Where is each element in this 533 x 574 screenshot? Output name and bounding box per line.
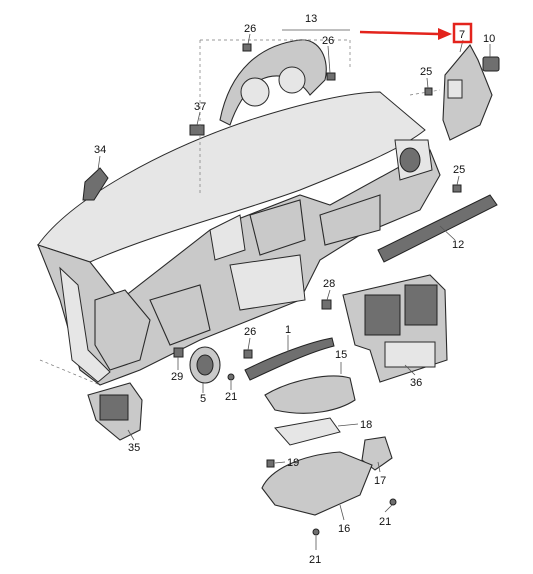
bracket <box>361 436 393 471</box>
callout-34: 34 <box>94 144 106 156</box>
callout-35: 35 <box>128 442 140 454</box>
knee-trim <box>244 337 335 381</box>
callout-13: 13 <box>305 13 317 25</box>
callout-21: 21 <box>309 554 321 566</box>
callout-25: 25 <box>453 164 465 176</box>
callout-10: 10 <box>483 33 495 45</box>
callout-26: 26 <box>244 23 256 35</box>
callout-1: 1 <box>285 324 291 336</box>
callout-36: 36 <box>410 377 422 389</box>
callout-16: 16 <box>338 523 350 535</box>
highlight-box <box>452 22 473 44</box>
trim-strip <box>377 194 498 263</box>
column-trim <box>274 417 341 446</box>
side-cover <box>442 44 493 141</box>
switch <box>482 56 500 72</box>
callout-29: 29 <box>171 371 183 383</box>
callout-37: 37 <box>194 101 206 113</box>
clip <box>189 124 205 136</box>
callout-21: 21 <box>379 516 391 528</box>
callout-19: 19 <box>287 457 299 469</box>
callout-28: 28 <box>323 278 335 290</box>
callout-7: 7 <box>459 29 465 41</box>
highlight-arrow-head <box>438 28 452 40</box>
callout-25: 25 <box>420 66 432 78</box>
callout-17: 17 <box>374 475 386 487</box>
column-cover-upper <box>264 375 356 414</box>
callout-15: 15 <box>335 349 347 361</box>
dashboard-body <box>37 91 441 386</box>
highlight-arrow <box>359 30 439 36</box>
callout-12: 12 <box>452 239 464 251</box>
vent-left-small <box>82 167 109 201</box>
callout-5: 5 <box>200 393 206 405</box>
callout-18: 18 <box>360 419 372 431</box>
column-cover-lower <box>261 451 373 516</box>
callout-21: 21 <box>225 391 237 403</box>
callout-26: 26 <box>244 326 256 338</box>
callout-26: 26 <box>322 35 334 47</box>
